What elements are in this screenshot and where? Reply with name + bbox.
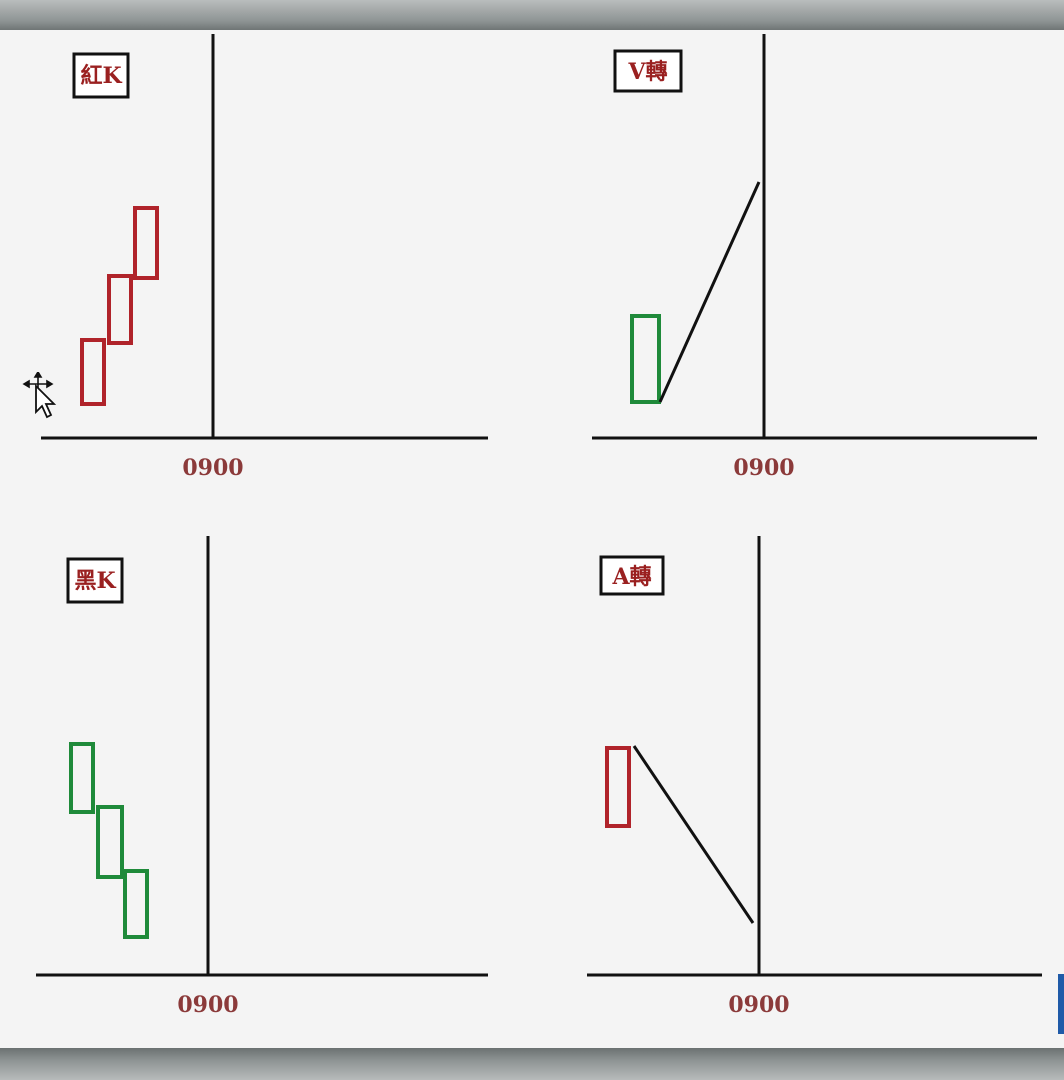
- panel-title-box: [66, 557, 124, 604]
- move-cursor-icon: [22, 372, 57, 419]
- panel-title-box: [613, 49, 683, 93]
- panel-title: V轉: [627, 59, 667, 85]
- falling-line: [632, 745, 755, 924]
- red-candle: [80, 338, 106, 406]
- panel-title: 黑K: [74, 568, 116, 594]
- panel-title-box: [72, 52, 130, 99]
- red-candle: [107, 274, 133, 345]
- tick-label: 0900: [733, 455, 794, 481]
- tick-label: 0900: [728, 992, 789, 1018]
- side-tab-edge: [1058, 974, 1064, 1034]
- panel-red-k: 紅K 0900: [41, 34, 488, 481]
- panel-title: A轉: [611, 564, 651, 590]
- green-candle: [96, 805, 124, 879]
- tick-label: 0900: [177, 992, 238, 1018]
- rising-line: [658, 181, 761, 403]
- green-candle: [630, 314, 661, 404]
- panel-a-turn: A轉 0900: [587, 536, 1042, 1018]
- red-candle: [133, 206, 159, 280]
- panel-black-k: 黑K 0900: [36, 536, 488, 1018]
- red-candle: [605, 746, 631, 828]
- tick-label: 0900: [182, 455, 243, 481]
- window-top-bar: [0, 0, 1064, 30]
- green-candle: [123, 869, 149, 939]
- diagram-stage: 紅K 0900 V轉 0900 黑K 0900: [0, 30, 1064, 1048]
- window-bottom-bar: [0, 1048, 1064, 1080]
- panel-title-box: [599, 555, 665, 596]
- panel-v-turn: V轉 0900: [592, 34, 1037, 481]
- green-candle: [69, 742, 95, 814]
- candlestick-diagram: 紅K 0900 V轉 0900 黑K 0900: [36, 34, 1042, 1018]
- panel-title: 紅K: [80, 63, 122, 89]
